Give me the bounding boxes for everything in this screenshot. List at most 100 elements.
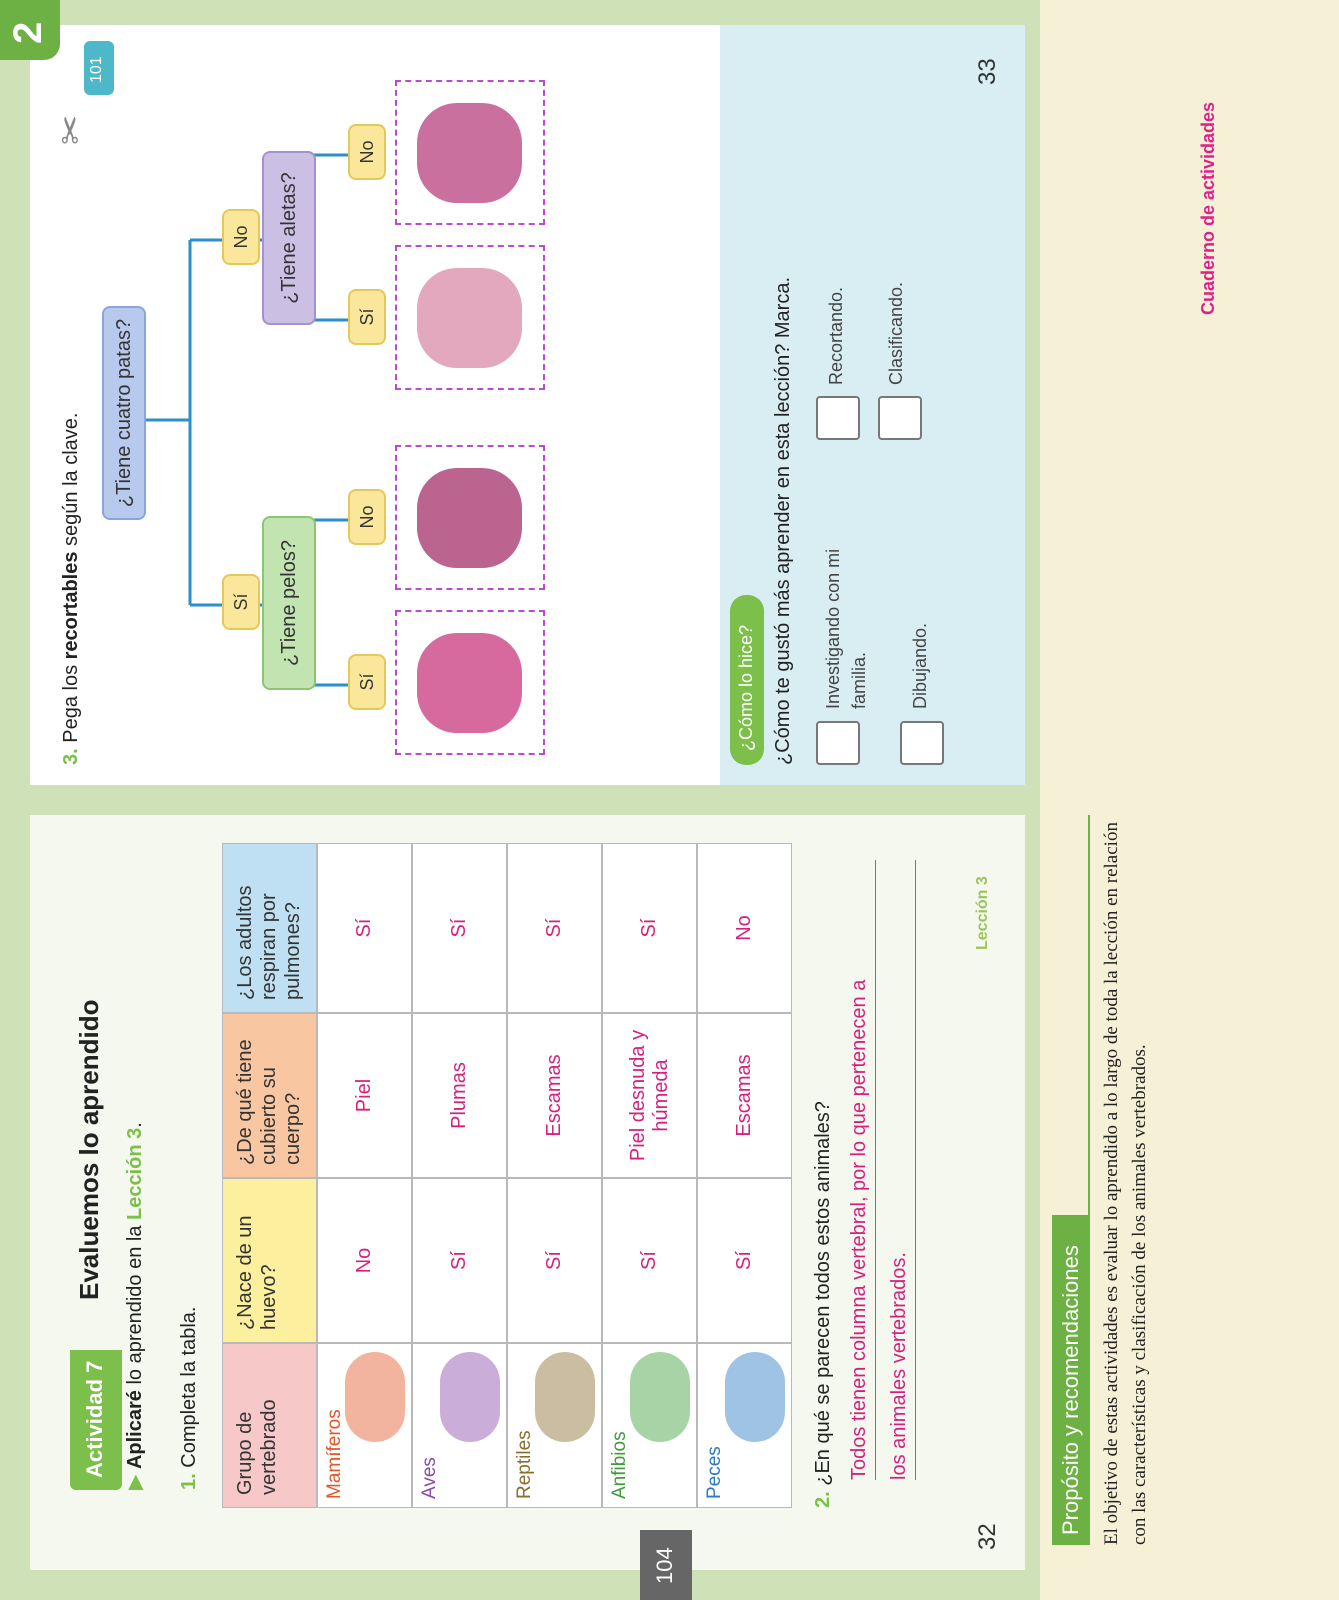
how-question: ¿Cómo te gustó más aprender en esta lecc…	[772, 276, 794, 765]
side-label: Cuaderno de actividades	[1198, 101, 1218, 315]
answer-text: Sí	[638, 1251, 660, 1270]
table-group-cell: Anfibios	[602, 1343, 697, 1508]
table-answer-cell[interactable]: Sí	[602, 843, 697, 1013]
paste-area[interactable]	[395, 80, 545, 225]
group-label: Anfibios	[609, 1431, 630, 1499]
branch-no: No	[222, 209, 260, 265]
paste-area[interactable]	[395, 245, 545, 390]
table-header: Grupo de vertebrado	[222, 1343, 317, 1508]
group-label: Reptiles	[514, 1430, 535, 1499]
answer-text: Escamas	[543, 1054, 565, 1137]
q1: 1. Completa la tabla.	[178, 1307, 201, 1490]
play-icon: ▶	[124, 1474, 146, 1490]
table-header: ¿Los adultos respiran por pulmones?	[222, 843, 317, 1013]
answer-text: Sí	[638, 918, 660, 938]
table-answer-cell[interactable]: Plumas	[412, 1013, 507, 1178]
table-answer-cell[interactable]: Sí	[317, 843, 412, 1013]
activity-badge-label: Actividad 7	[82, 1360, 107, 1478]
animal-cutout	[417, 268, 522, 368]
group-label: Aves	[419, 1457, 440, 1499]
table-answer-cell[interactable]: Sí	[412, 1178, 507, 1343]
animal-photo	[345, 1352, 405, 1442]
table-answer-cell[interactable]: Sí	[602, 1178, 697, 1343]
q1-number: 1.	[178, 1473, 200, 1490]
animal-photo	[630, 1352, 690, 1442]
table-answer-cell[interactable]: Sí	[412, 843, 507, 1013]
checkbox-classifying[interactable]	[878, 396, 922, 440]
animal-cutout	[417, 468, 522, 568]
answer-text: Sí	[733, 1251, 755, 1270]
q2-answer-line1: Todos tienen columna vertebral, por lo q…	[848, 860, 876, 1480]
leaf-label: No	[348, 489, 386, 545]
q2: 2. ¿En qué se parecen todos estos animal…	[812, 1101, 835, 1508]
footer-lesson: Lección 3	[974, 876, 991, 950]
checkbox-cutting[interactable]	[816, 396, 860, 440]
subtitle: ▶ Aplicaré lo aprendido en la Lección 3.	[122, 1122, 147, 1490]
table-answer-cell[interactable]: Sí	[507, 1178, 602, 1343]
table-answer-cell[interactable]: No	[317, 1178, 412, 1343]
option-classifying: Clasificando.	[886, 281, 906, 385]
q2-number: 2.	[812, 1491, 834, 1508]
animal-cutout	[417, 103, 522, 203]
table-group-cell: Mamíferos	[317, 1343, 412, 1508]
option-drawing: Dibujando.	[910, 622, 930, 709]
table-group-cell: Peces	[697, 1343, 792, 1508]
q2-text: ¿En qué se parecen todos estos animales?	[812, 1101, 834, 1486]
root-question: ¿Tiene cuatro patas?	[102, 306, 146, 520]
subtitle-bold: Aplicaré	[124, 1390, 146, 1470]
answer-text: Sí	[543, 918, 565, 938]
self-eval-panel	[720, 25, 1025, 785]
group-label: Peces	[704, 1446, 725, 1499]
table-answer-cell[interactable]: No	[697, 843, 792, 1013]
table-answer-cell[interactable]: Escamas	[697, 1013, 792, 1178]
animal-photo	[725, 1352, 785, 1442]
answer-text: Sí	[448, 918, 470, 938]
animal-photo	[440, 1352, 500, 1442]
table-header: ¿De qué tiene cubierto su cuerpo?	[222, 1013, 317, 1178]
leaf-label: No	[348, 124, 386, 180]
left-page: Actividad 7 Evaluemos lo aprendido ▶ Apl…	[30, 815, 1025, 1570]
question-fins: ¿Tiene aletas?	[262, 151, 316, 325]
subtitle-text: lo aprendido en la	[124, 1225, 146, 1385]
subtitle-end: .	[124, 1122, 146, 1128]
branch-yes: Sí	[222, 574, 260, 630]
purpose-rule	[1088, 815, 1090, 1215]
how-badge-label: ¿Cómo lo hice?	[736, 624, 756, 751]
answer-text: Piel desnuda y húmeda	[626, 1029, 672, 1162]
table-answer-cell[interactable]: Sí	[697, 1178, 792, 1343]
table-answer-cell[interactable]: Escamas	[507, 1013, 602, 1178]
answer-text: Escamas	[733, 1054, 755, 1137]
purpose-body: El objetivo de estas actividades es eval…	[1101, 822, 1150, 1545]
unit-badge-number: 2	[6, 21, 50, 44]
animal-photo	[535, 1352, 595, 1442]
table-header: ¿Nace de un huevo?	[222, 1178, 317, 1343]
table: Grupo de vertebrado¿Nace de un huevo?¿De…	[222, 828, 792, 1508]
table-answer-cell[interactable]: Piel	[317, 1013, 412, 1178]
table-answer-cell[interactable]: Sí	[507, 843, 602, 1013]
page-number-right: 33	[974, 58, 1001, 85]
checkbox-family[interactable]	[816, 721, 860, 765]
leaf-label: Sí	[348, 289, 386, 345]
option-family: Investigando con mi familia.	[823, 548, 869, 709]
paste-area[interactable]	[395, 445, 545, 590]
answer-text: Sí	[353, 918, 375, 938]
answer-text: Sí	[448, 1251, 470, 1270]
checkbox-drawing[interactable]	[900, 721, 944, 765]
answer-text: No	[353, 1247, 375, 1274]
answer-text: No	[733, 915, 755, 941]
book-page-number: 104	[652, 1547, 677, 1584]
option-cutting: Recortando.	[826, 286, 846, 385]
answer-text: Piel	[353, 1078, 375, 1113]
q1-text: Completa la tabla.	[178, 1306, 200, 1468]
paste-area[interactable]	[395, 610, 545, 755]
leaf-label: Sí	[348, 654, 386, 710]
right-page: 3. Pega los recortables según la clave. …	[30, 25, 1025, 785]
table-group-cell: Aves	[412, 1343, 507, 1508]
page-title: Evaluemos lo aprendido	[74, 999, 104, 1300]
table-answer-cell[interactable]: Piel desnuda y húmeda	[602, 1013, 697, 1178]
purpose-title: Propósito y recomendaciones	[1058, 1245, 1083, 1535]
answer-text: Plumas	[448, 1062, 470, 1129]
subtitle-lesson: Lección 3	[124, 1127, 146, 1220]
q2-answer-line2: los animales vertebrados.	[888, 860, 916, 1480]
